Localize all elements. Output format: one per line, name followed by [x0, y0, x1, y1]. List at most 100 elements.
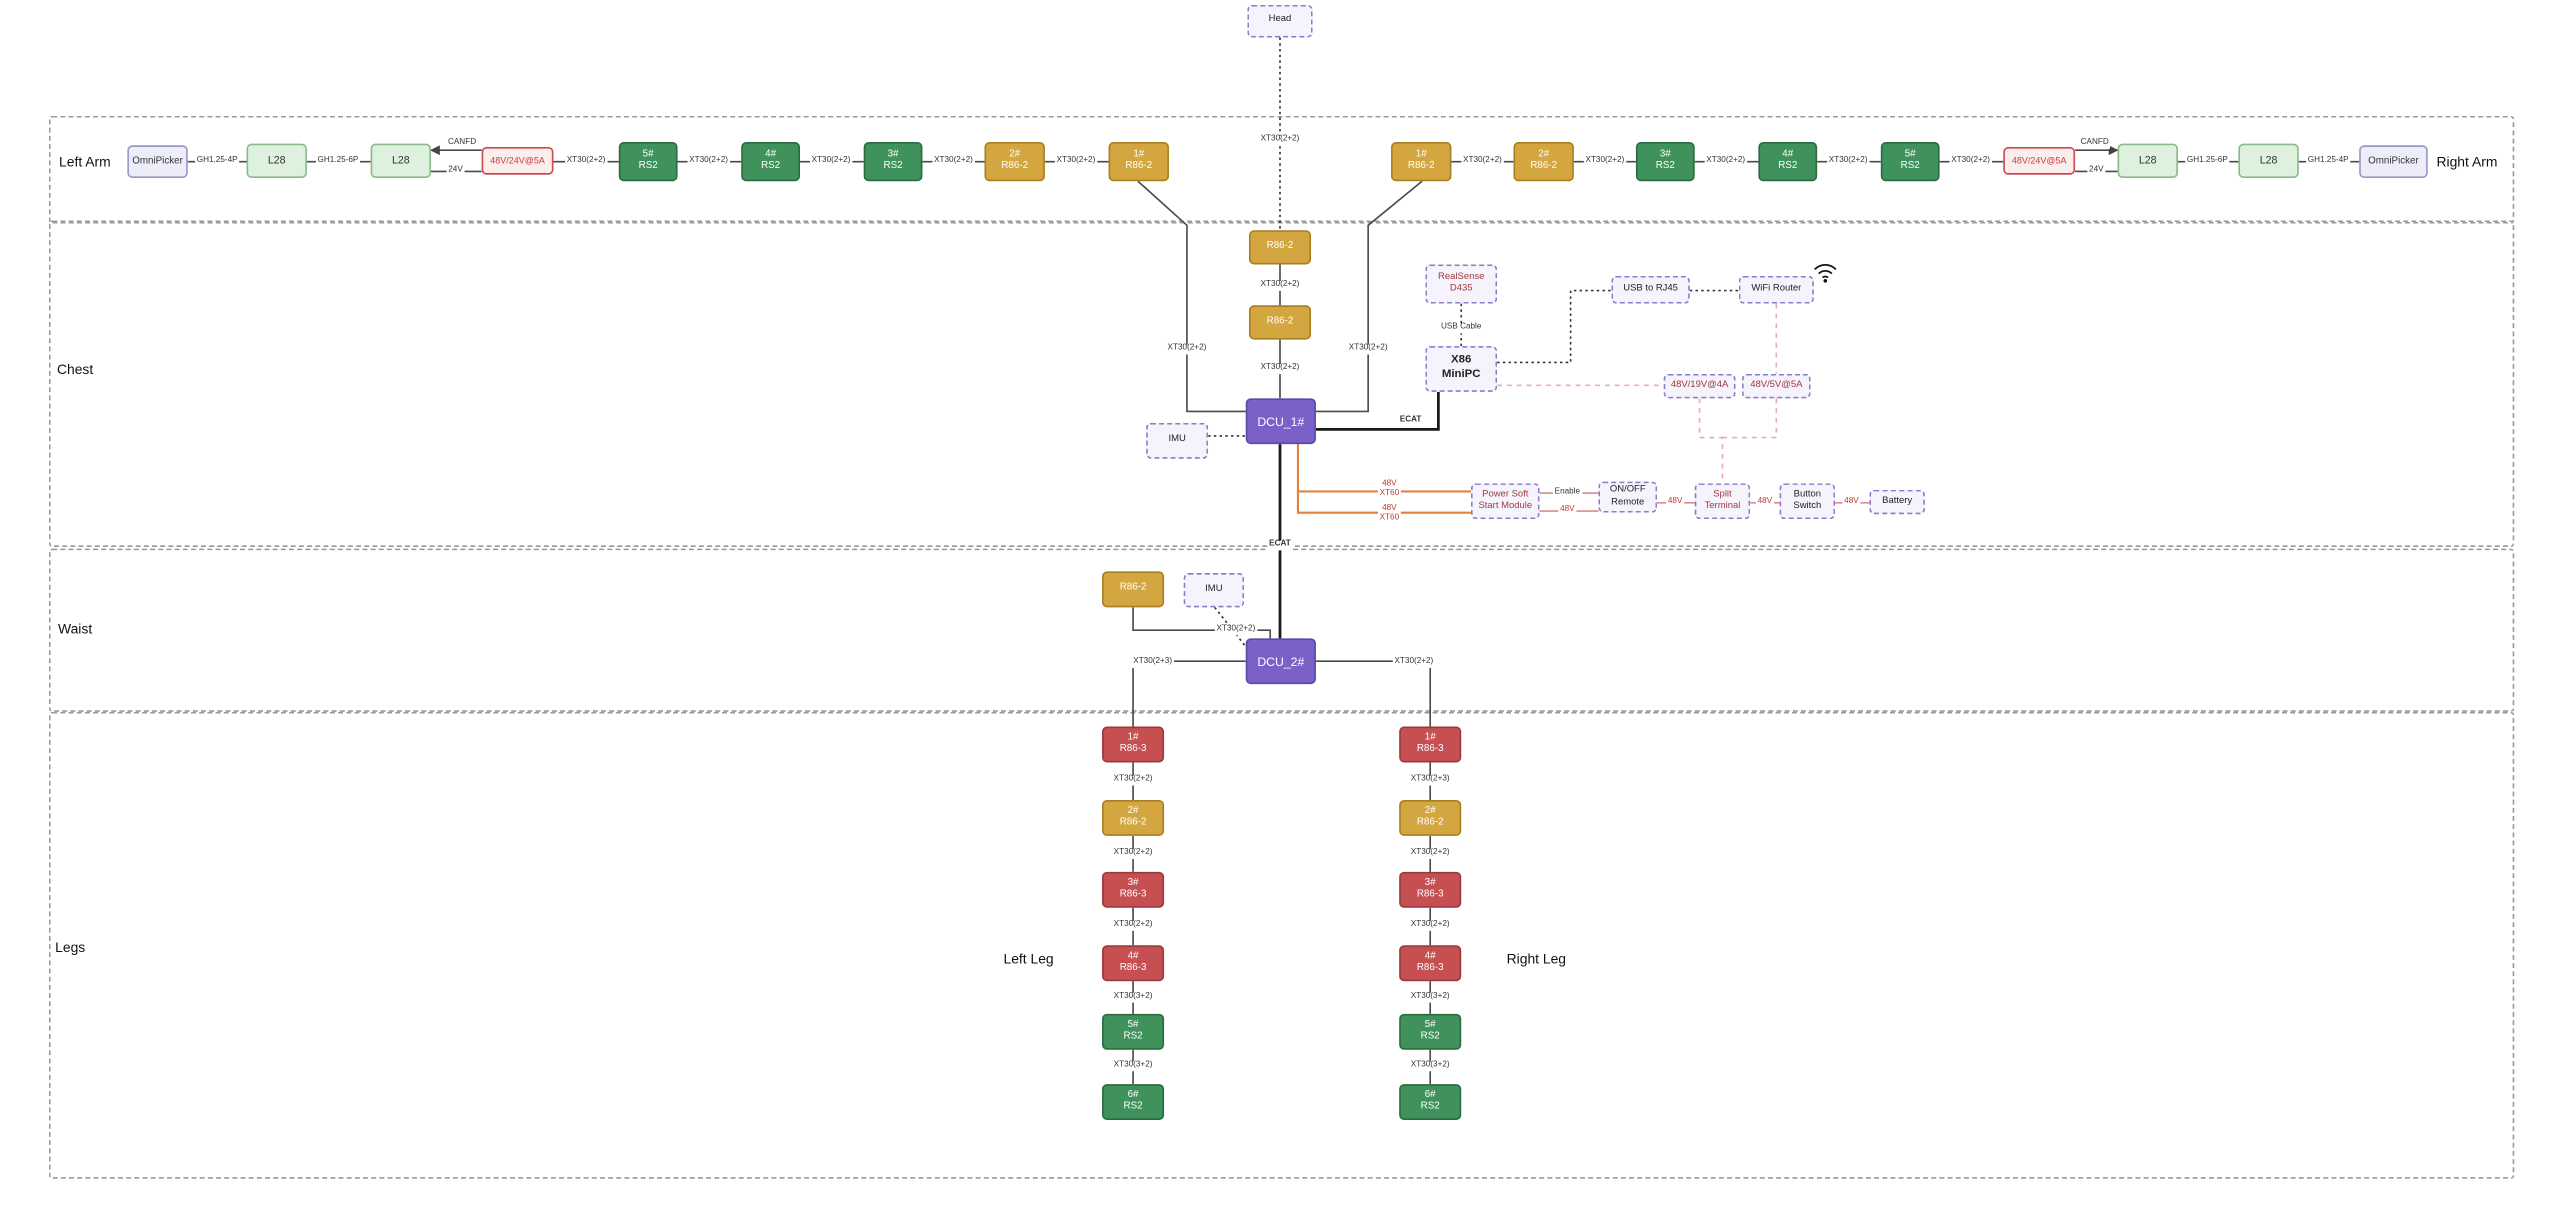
edge-label: 48V — [1558, 504, 1577, 516]
node-label-arm-right-2: 2# R86-2 — [1530, 149, 1558, 172]
node-label-dcu-2: DCU_2# — [1257, 653, 1305, 669]
edge-label: XT30(2+2) — [1347, 343, 1390, 355]
node-label-adapter-48v-19v: 48V/19V@4A — [1670, 380, 1729, 390]
edge-label: 24V — [446, 165, 465, 177]
node-arm-right-2: 2# R86-2 — [1513, 142, 1574, 182]
node-power-soft-start: Power Soft Start Module — [1471, 483, 1540, 520]
node-imu-waist: IMU — [1183, 573, 1245, 608]
node-arm-left-3: 3# RS2 — [863, 142, 923, 182]
edge-label: GH1.25-6P — [315, 155, 361, 167]
node-omnipicker-left: OmniPicker — [127, 145, 188, 178]
edge-label: XT30(2+2) — [1461, 155, 1504, 167]
node-arm-right-4: 4# RS2 — [1758, 142, 1818, 182]
node-label-leg-right-3: 3# R86-3 — [1416, 878, 1444, 900]
node-label-arm-right-5: 5# RS2 — [1900, 149, 1920, 172]
node-leg-right-2: 2# R86-2 — [1399, 799, 1462, 836]
edge-label: XT30(2+2) — [1827, 155, 1870, 167]
node-button-switch: Button Switch — [1779, 483, 1836, 520]
legs-label: Legs — [55, 938, 86, 956]
node-label-leg-left-5: 5# RS2 — [1123, 1020, 1143, 1042]
node-label-arm-left-1: 1# R86-2 — [1125, 149, 1153, 172]
node-arm-left-5: 5# RS2 — [618, 142, 678, 182]
node-label-l28-left-outer: L28 — [267, 155, 286, 167]
node-split-terminal: Split Terminal — [1694, 483, 1751, 520]
edge-label: XT30(3+2) — [1112, 991, 1155, 1003]
node-arm-left-4: 4# RS2 — [741, 142, 800, 182]
node-label-arm-left-4: 4# RS2 — [761, 149, 781, 172]
edge-label: CANFD — [446, 137, 478, 149]
edge-label: 48V XT60 — [1377, 478, 1401, 500]
edge-label: XT30(2+2) — [1409, 847, 1452, 859]
edge-label: XT30(2+2) — [1392, 656, 1435, 668]
node-label-x86-minipc: X86 MiniPC — [1441, 354, 1481, 381]
node-l28-right-inner: L28 — [2117, 143, 2178, 178]
right-leg-label: Right Leg — [1506, 950, 1567, 967]
node-arm-right-1: 1# R86-2 — [1391, 142, 1452, 182]
node-arm-left-1: 1# R86-2 — [1108, 142, 1169, 182]
edge-label: XT30(2+2) — [1583, 155, 1626, 167]
edge-label: XT30(2+2) — [565, 155, 608, 167]
node-label-leg-right-1: 1# R86-3 — [1416, 732, 1444, 755]
node-label-arm-right-3: 3# RS2 — [1655, 149, 1675, 172]
node-adapter-48v-19v: 48V/19V@4A — [1663, 373, 1736, 399]
edge-label: XT30(2+2) — [1054, 155, 1097, 167]
edge-label: XT30(2+2) — [1949, 155, 1992, 167]
node-leg-left-1: 1# R86-3 — [1102, 726, 1165, 763]
edge-label: XT30(2+2) — [1258, 362, 1302, 374]
node-label-waist-r86: R86-2 — [1119, 583, 1147, 594]
node-label-usb-to-rj45: USB to RJ45 — [1623, 283, 1678, 294]
edge-label: XT30(2+2) — [1704, 155, 1747, 167]
node-x86-minipc: X86 MiniPC — [1425, 346, 1498, 392]
waist-label: Waist — [58, 620, 93, 637]
node-label-wifi-router: WiFi Router — [1751, 283, 1802, 294]
node-chest-r86-upper: R86-2 — [1248, 230, 1312, 265]
edge-label: XT30(3+2) — [1409, 991, 1452, 1003]
edge-label: XT30(2+2) — [932, 155, 975, 167]
node-label-leg-left-1: 1# R86-3 — [1119, 732, 1147, 755]
node-label-leg-left-2: 2# R86-2 — [1119, 806, 1147, 828]
node-leg-right-5: 5# RS2 — [1399, 1013, 1462, 1050]
node-label-onoff-remote: ON/OFF Remote — [1609, 485, 1646, 507]
node-label-dcu-1: DCU_1# — [1257, 413, 1305, 429]
node-label-head: Head — [1268, 15, 1292, 26]
node-label-imu-chest: IMU — [1168, 434, 1186, 445]
wifi-icon — [1812, 261, 1838, 292]
edge-label: CANFD — [2078, 137, 2111, 149]
node-label-leg-left-6: 6# RS2 — [1123, 1090, 1143, 1112]
node-onoff-remote: ON/OFF Remote — [1598, 481, 1658, 513]
node-psu-left: 48V/24V@5A — [481, 146, 554, 175]
node-label-leg-left-3: 3# R86-3 — [1119, 878, 1147, 900]
edge-label: ECAT — [1398, 414, 1424, 426]
node-leg-right-1: 1# R86-3 — [1399, 726, 1462, 763]
node-waist-r86: R86-2 — [1102, 571, 1165, 608]
left-leg-label: Left Leg — [1003, 950, 1054, 967]
node-label-arm-left-3: 3# RS2 — [883, 149, 903, 172]
edge-label: XT30(2+2) — [1112, 919, 1155, 931]
node-label-l28-right-outer: L28 — [2259, 155, 2278, 167]
node-leg-left-4: 4# R86-3 — [1102, 945, 1165, 982]
node-arm-right-5: 5# RS2 — [1880, 142, 1940, 182]
edge-label: 48V — [1666, 496, 1685, 508]
node-leg-right-4: 4# R86-3 — [1399, 945, 1462, 982]
node-label-omnipicker-left: OmniPicker — [132, 156, 183, 167]
section-legs — [48, 711, 2515, 1179]
node-arm-left-2: 2# R86-2 — [984, 142, 1045, 182]
node-label-arm-right-1: 1# R86-2 — [1407, 149, 1435, 172]
node-label-arm-left-5: 5# RS2 — [638, 149, 658, 172]
node-label-arm-right-4: 4# RS2 — [1778, 149, 1798, 172]
node-leg-left-2: 2# R86-2 — [1102, 799, 1165, 836]
node-label-split-terminal: Split Terminal — [1704, 489, 1741, 512]
node-label-omnipicker-right: OmniPicker — [2368, 156, 2419, 167]
edge-label: USB Cable — [1439, 321, 1484, 333]
edge-label: XT30(2+2) — [1112, 774, 1155, 786]
edge-label: GH1.25-4P — [195, 155, 240, 167]
node-label-leg-right-4: 4# R86-3 — [1416, 951, 1444, 974]
edge-label: XT30(3+2) — [1112, 1059, 1155, 1071]
edge-label: XT30(2+2) — [687, 155, 730, 167]
node-label-adapter-48v-5v: 48V/5V@5A — [1750, 380, 1803, 390]
edge-label: 48V — [1755, 496, 1774, 508]
node-psu-right: 48V/24V@5A — [2003, 146, 2076, 175]
node-l28-right-outer: L28 — [2238, 143, 2299, 178]
node-label-imu-waist: IMU — [1205, 584, 1223, 595]
